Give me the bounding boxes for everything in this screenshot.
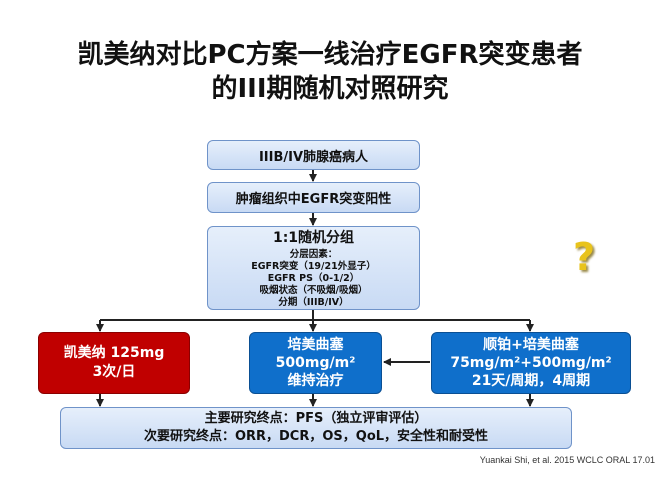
- egfr-positive-box: 肿瘤组织中EGFR突变阳性: [207, 182, 420, 213]
- slide-title-line1: 凯美纳对比PC方案一线治疗EGFR突变患者: [77, 40, 583, 70]
- icotinib-arm-box: 凯美纳 125mg 3次/日: [38, 332, 190, 394]
- slide-title-line2: 的III期随机对照研究: [211, 74, 449, 104]
- patients-label: IIIB/IV肺腺癌病人: [258, 149, 369, 165]
- citation: Yuankai Shi, et al. 2015 WCLC ORAL 17.01: [479, 455, 655, 465]
- primary-endpoint: 主要研究终点：PFS（独立评审评估）: [204, 411, 428, 426]
- question-mark-icon: ?: [573, 235, 596, 279]
- randomization-box: 1:1随机分组 分层因素： EGFR突变（19/21外显子） EGFR PS（0…: [207, 226, 420, 310]
- icotinib-frequency: 3次/日: [92, 364, 136, 380]
- chemo-schedule: 21天/周期，4周期: [471, 373, 591, 389]
- icotinib-dose: 凯美纳 125mg: [63, 345, 165, 361]
- chemo-regimen: 顺铂+培美曲塞: [483, 337, 579, 353]
- factor-stage: 分期（IIIB/IV）: [278, 297, 349, 308]
- factor-smoking: 吸烟状态（不吸烟/吸烟）: [259, 285, 368, 296]
- secondary-endpoint: 次要研究终点：ORR，DCR，OS，QoL，安全性和耐受性: [143, 429, 489, 444]
- stratification-title: 分层因素：: [289, 249, 338, 260]
- chemo-dose: 75mg/m²+500mg/m²: [450, 355, 612, 371]
- maintenance-dose: 500mg/m²: [275, 355, 356, 371]
- factor-ps: EGFR PS（0-1/2）: [267, 273, 360, 284]
- egfr-positive-label: 肿瘤组织中EGFR突变阳性: [235, 192, 392, 207]
- patients-box: IIIB/IV肺腺癌病人: [207, 140, 420, 170]
- maintenance-drug: 培美曲塞: [287, 337, 344, 353]
- chemo-arm-box: 顺铂+培美曲塞 75mg/m²+500mg/m² 21天/周期，4周期: [431, 332, 631, 394]
- maintenance-arm-box: 培美曲塞 500mg/m² 维持治疗: [249, 332, 382, 394]
- randomization-head: 1:1随机分组: [272, 230, 355, 246]
- factor-egfr-mutation: EGFR突变（19/21外显子）: [251, 261, 376, 272]
- maintenance-label: 维持治疗: [287, 373, 344, 389]
- endpoints-box: 主要研究终点：PFS（独立评审评估） 次要研究终点：ORR，DCR，OS，QoL…: [60, 407, 572, 449]
